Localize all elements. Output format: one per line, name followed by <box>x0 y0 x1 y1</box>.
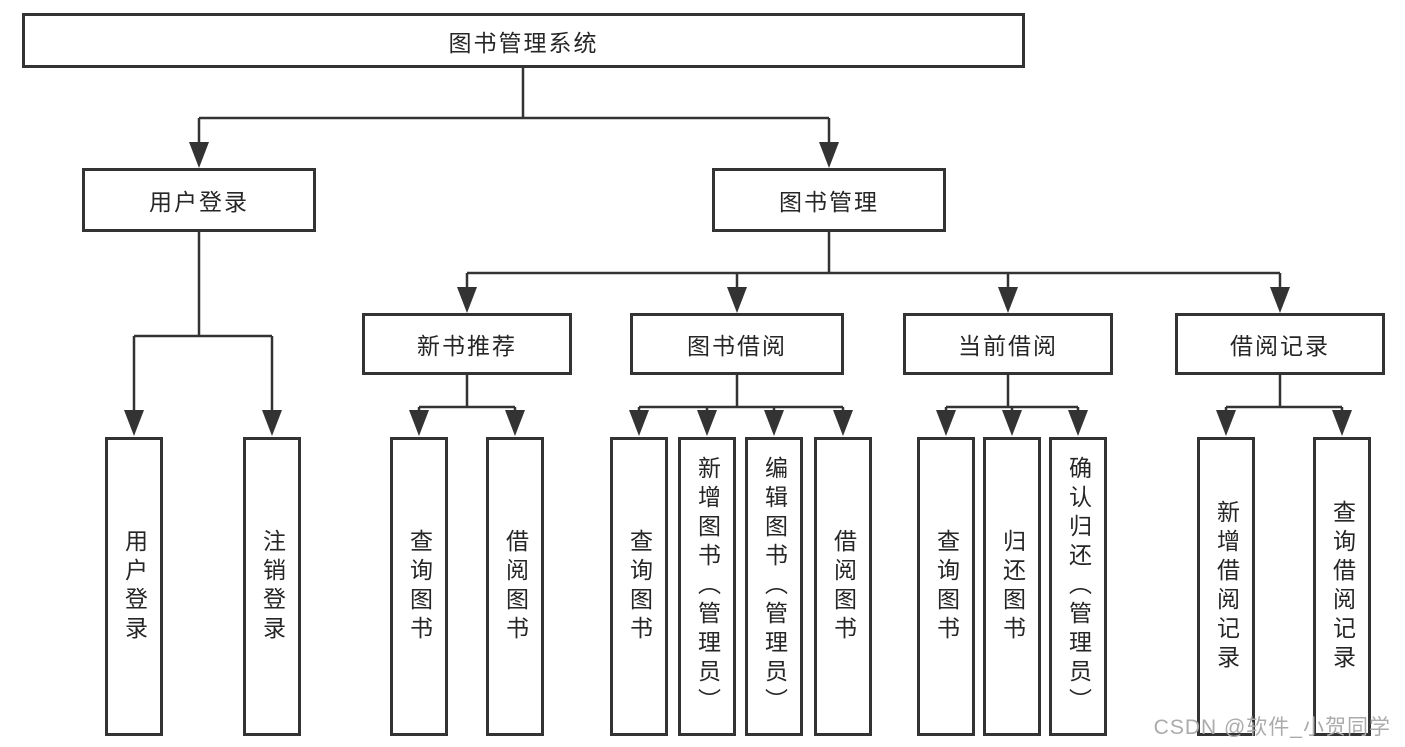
node-label: 用户登录 <box>121 528 148 645</box>
leaf-add-books-admin: 新增图书（管理员） <box>678 437 736 736</box>
node-label: 用户登录 <box>149 189 249 215</box>
arrowhead-icons <box>124 142 1352 436</box>
node-label: 图书管理系统 <box>448 29 599 56</box>
node-root-library-system: 图书管理系统 <box>22 13 1025 68</box>
node-label: 查询借阅记录 <box>1329 499 1356 674</box>
node-new-book-recommend: 新书推荐 <box>362 313 572 375</box>
node-label: 图书借阅 <box>687 333 787 359</box>
leaf-query-books-recommend: 查询图书 <box>390 437 448 736</box>
leaf-borrow-books: 借阅图书 <box>814 437 872 736</box>
node-label: 新增图书（管理员） <box>694 456 721 717</box>
node-label: 注销登录 <box>259 528 286 645</box>
node-user-login: 用户登录 <box>82 168 316 232</box>
leaf-logout: 注销登录 <box>243 437 301 736</box>
leaf-confirm-return-admin: 确认归还（管理员） <box>1049 437 1107 736</box>
csdn-watermark: CSDN @软件_小贺同学 <box>1153 716 1391 739</box>
leaf-return-books: 归还图书 <box>983 437 1041 736</box>
node-label: 新书推荐 <box>417 333 517 359</box>
node-label: 确认归还（管理员） <box>1065 456 1092 717</box>
node-label: 借阅图书 <box>502 528 529 645</box>
node-label: 借阅记录 <box>1230 333 1330 359</box>
node-current-borrow: 当前借阅 <box>903 313 1113 375</box>
node-label: 新增借阅记录 <box>1213 499 1240 674</box>
node-label: 查询图书 <box>406 528 433 645</box>
node-borrow-records: 借阅记录 <box>1175 313 1385 375</box>
node-label: 借阅图书 <box>830 528 857 645</box>
node-label: 图书管理 <box>779 189 879 215</box>
leaf-edit-books-admin: 编辑图书（管理员） <box>745 437 803 736</box>
leaf-user-login: 用户登录 <box>105 437 163 736</box>
leaf-add-borrow-record: 新增借阅记录 <box>1197 437 1255 736</box>
leaf-query-borrow-record: 查询借阅记录 <box>1313 437 1371 736</box>
node-book-management: 图书管理 <box>712 168 946 232</box>
node-label: 查询图书 <box>933 528 960 645</box>
leaf-query-books: 查询图书 <box>610 437 668 736</box>
leaf-query-books-current: 查询图书 <box>917 437 975 736</box>
node-label: 归还图书 <box>999 528 1026 645</box>
node-book-borrow: 图书借阅 <box>630 313 844 375</box>
node-label: 当前借阅 <box>958 333 1058 359</box>
node-label: 编辑图书（管理员） <box>761 456 788 717</box>
leaf-borrow-books-recommend: 借阅图书 <box>486 437 544 736</box>
node-label: 查询图书 <box>626 528 653 645</box>
